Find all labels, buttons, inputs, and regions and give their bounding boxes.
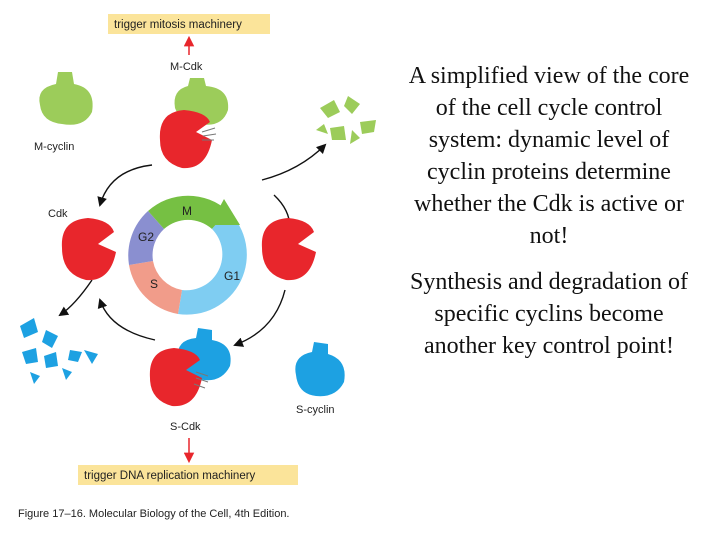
phase-s-segment [129,261,182,314]
cycle-arrowhead [210,199,240,225]
trigger-dna-replication-label: trigger DNA replication machinery [84,470,256,482]
m-cdk-complex [159,78,229,169]
arrow-left-out [58,279,93,317]
explanation-paragraph-2: Synthesis and degradation of specific cy… [410,269,688,359]
cdk-label: Cdk [48,208,68,220]
m-cyclin-free [39,72,93,125]
figure-caption: Figure 17–16. Molecular Biology of the C… [18,508,290,520]
s-cdk-label: S-Cdk [170,421,201,433]
phosphorylation-mark-bottom [193,371,209,389]
explanation-paragraph-1: A simplified view of the core of the cel… [408,63,690,249]
m-cyclin-label: M-cyclin [34,141,74,153]
s-cdk-complex [149,328,231,407]
cdk-top [159,110,212,169]
explanation-panel: A simplified view of the core of the cel… [400,60,698,376]
cycle-ring: M G1 S G2 [128,195,247,315]
phase-g2-segment [128,211,164,265]
s-cyclin-bound [177,328,231,381]
phase-m-label: M [182,204,192,218]
phase-g1-segment [178,211,247,315]
phase-g2-label: G2 [138,230,154,244]
cdk-right [261,218,316,281]
trigger-dna-replication-box: trigger DNA replication machinery [78,465,298,485]
cdk-left [61,218,116,281]
arrow-bottom-right [233,289,286,347]
cell-cycle-diagram: trigger mitosis machinery trigger DNA re… [20,14,376,485]
phosphorylation-mark [201,127,217,141]
phase-g1-label: G1 [224,269,240,283]
s-cyclin-free [295,342,345,397]
m-cyclin-fragments [316,96,376,144]
m-cdk-label: M-Cdk [170,61,203,73]
trigger-mitosis-box: trigger mitosis machinery [108,14,270,34]
s-cyclin-fragments [20,318,98,384]
s-cyclin-label: S-cyclin [296,404,335,416]
arrow-bottom-left [97,298,156,341]
phase-s-label: S [150,277,158,291]
cdk-bottom [149,348,202,407]
phase-m-segment [148,195,228,229]
arrow-top-left [97,164,153,207]
trigger-mitosis-label: trigger mitosis machinery [114,19,242,31]
arrow-top-right [261,143,327,181]
